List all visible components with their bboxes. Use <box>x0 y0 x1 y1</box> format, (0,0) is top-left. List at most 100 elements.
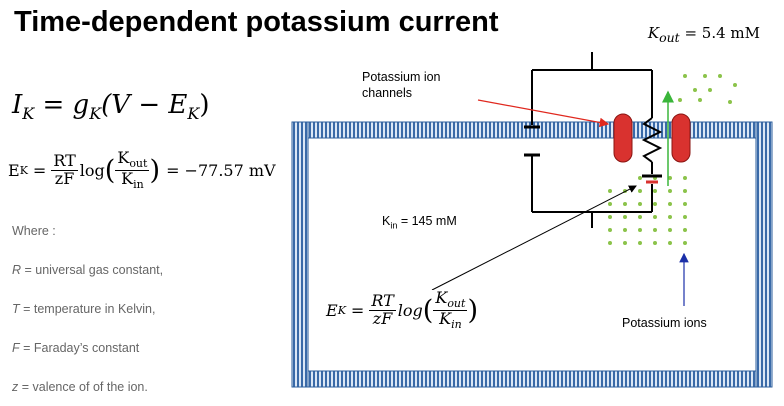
ion-dot <box>668 202 672 206</box>
inset-inner-den-sub: in <box>451 317 462 331</box>
ion-dot <box>608 241 612 245</box>
current-equation: IK = gK(V − EK) <box>12 90 209 123</box>
ion-dot <box>683 176 687 180</box>
eq-current-rhs: = g <box>42 90 90 120</box>
inset-lhs: E <box>326 300 338 320</box>
channels-label-line1: Potassium ion <box>362 70 441 84</box>
ion-dot <box>653 189 657 193</box>
nernst-den: zF <box>54 168 75 188</box>
nernst-lhs-sub: K <box>19 163 28 177</box>
nernst-inner-fraction: Kout Kin <box>115 148 150 191</box>
k-out-sub: out <box>659 30 680 45</box>
def-r-text: = universal gas constant, <box>21 263 164 277</box>
nernst-inner-den: K <box>121 168 134 188</box>
k-in-value: = 145 mM <box>397 214 457 228</box>
equivalent-circuit <box>524 52 663 228</box>
eq-current-lhs-sub: K <box>22 104 35 124</box>
ion-dot <box>608 215 612 219</box>
nernst-fraction: RT zF <box>51 150 78 188</box>
ion-dot <box>638 228 642 232</box>
nernst-log: log <box>79 160 105 180</box>
ion-dot <box>623 228 627 232</box>
inset-log: log <box>397 300 423 320</box>
ion-dot <box>683 228 687 232</box>
slide-title: Time-dependent potassium current <box>14 6 499 38</box>
ion-dot <box>638 189 642 193</box>
ion-dot <box>623 241 627 245</box>
nernst-close-paren: ) <box>149 154 161 186</box>
channels-label-line2: channels <box>362 86 413 100</box>
k-in-label: Kin = 145 mM <box>382 214 457 231</box>
inset-eq: = <box>350 300 365 320</box>
inside-ion-dots <box>608 176 687 245</box>
ion-dot <box>653 241 657 245</box>
nernst-num: RT <box>51 150 78 171</box>
nernst-eq: = <box>32 160 47 180</box>
cell-membrane <box>291 121 773 388</box>
ion-dot <box>653 202 657 206</box>
k-in-symbol: K <box>382 214 391 228</box>
definition-f: F = Faraday’s constant <box>12 341 139 355</box>
potassium-ions-label: Potassium ions <box>622 316 707 330</box>
inset-inner-num-sub: out <box>447 297 466 311</box>
def-z-sym: z <box>12 380 19 394</box>
channel-pointer-arrow <box>477 99 610 128</box>
nernst-inner-num: K <box>117 148 130 167</box>
ion-dot <box>683 202 687 206</box>
ion-dot <box>623 202 627 206</box>
nernst-open-paren: ( <box>104 154 116 186</box>
outside-ion-dots <box>678 74 737 104</box>
ion-dot <box>623 215 627 219</box>
ion-dot <box>653 228 657 232</box>
ion-dot <box>683 189 687 193</box>
k-out-value: = 5.4 mM <box>684 24 760 42</box>
ion-dot <box>638 202 642 206</box>
ion-dot <box>638 176 642 180</box>
ion-dot <box>638 215 642 219</box>
nernst-result: = −77.57 mV <box>166 160 276 180</box>
definition-t: T = temperature in Kelvin, <box>12 302 155 316</box>
inset-close-paren: ) <box>467 294 479 326</box>
battery-pointer-arrow <box>431 185 637 291</box>
k-in-sub: in <box>390 220 398 231</box>
ion-dot <box>638 241 642 245</box>
definition-r: R = universal gas constant, <box>12 263 163 277</box>
inset-inner-num: K <box>435 288 448 307</box>
eq-current-lhs: I <box>12 90 23 120</box>
inset-num: RT <box>369 290 396 311</box>
def-f-sym: F <box>12 341 20 355</box>
def-r-sym: R <box>12 263 22 277</box>
definition-z: z = valence of of the ion. <box>12 380 148 394</box>
inset-inner-den: K <box>439 308 452 328</box>
where-label: Where : <box>12 224 56 238</box>
inset-open-paren: ( <box>422 294 434 326</box>
ion-dot <box>668 241 672 245</box>
ion-dot <box>683 241 687 245</box>
nernst-lhs: E <box>8 160 20 180</box>
k-out-symbol: K <box>647 24 660 42</box>
inset-inner-fraction: Kout Kin <box>433 288 468 331</box>
inset-nernst-equation: E K = RT zF log ( Kout Kin ) <box>326 288 479 331</box>
def-f-text: = Faraday’s constant <box>19 341 140 355</box>
ion-dot <box>668 176 672 180</box>
ion-dot <box>668 228 672 232</box>
def-t-sym: T <box>12 302 20 316</box>
nernst-inner-den-sub: in <box>133 177 144 191</box>
def-t-text: = temperature in Kelvin, <box>19 302 156 316</box>
eq-current-rhs-sub: K <box>89 104 102 124</box>
ion-dot <box>608 202 612 206</box>
inset-fraction: RT zF <box>369 290 396 328</box>
ion-dot <box>608 228 612 232</box>
ion-dot <box>608 189 612 193</box>
ion-dot <box>683 215 687 219</box>
ion-dot <box>668 189 672 193</box>
def-z-text: = valence of of the ion. <box>18 380 148 394</box>
ion-dot <box>668 215 672 219</box>
eq-current-close: ) <box>199 90 210 120</box>
nernst-inner-num-sub: out <box>129 157 148 171</box>
potassium-channels <box>613 113 691 163</box>
inset-den: zF <box>372 308 393 328</box>
eq-current-paren: (V − E <box>101 90 188 120</box>
